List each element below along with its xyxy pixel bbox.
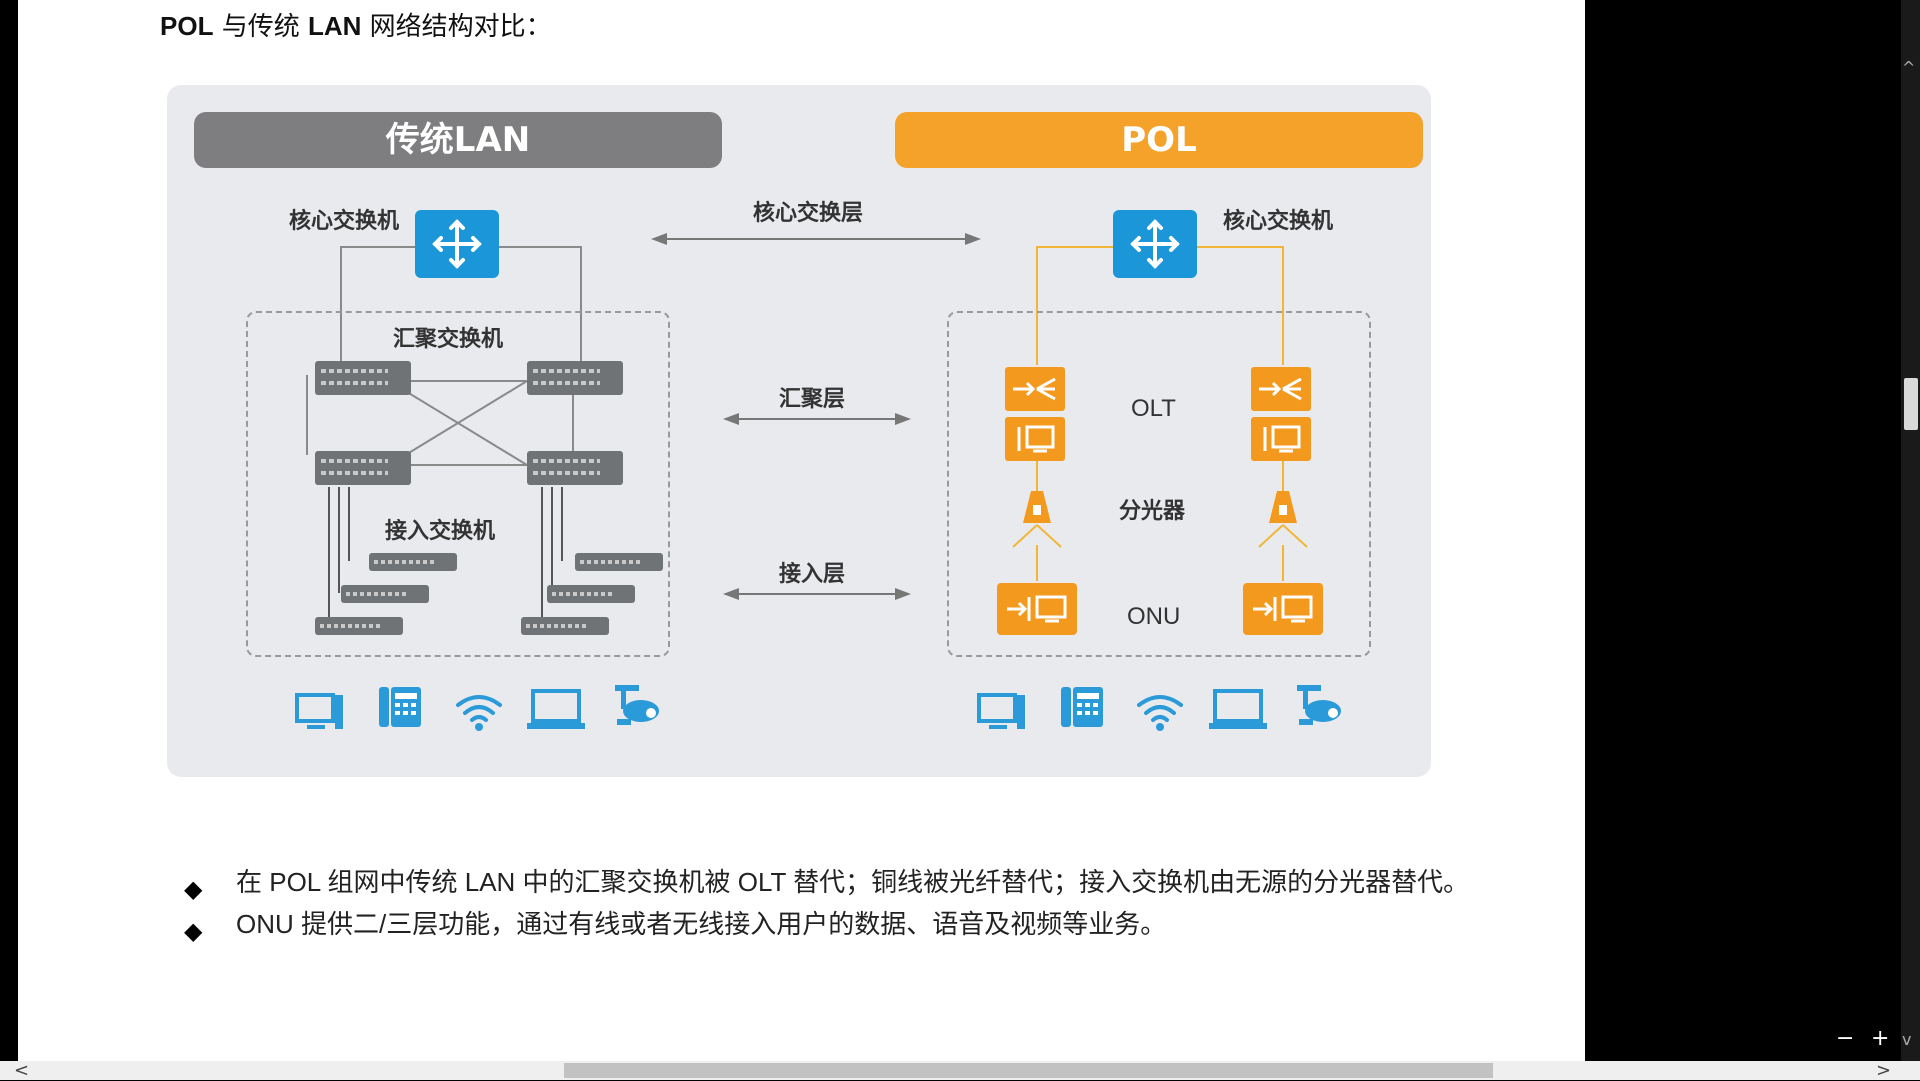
lan-core-link-right [499, 246, 582, 363]
horizontal-scroll-thumb[interactable] [564, 1063, 1493, 1078]
splitter-label: 分光器 [1119, 499, 1186, 524]
desktop-icon [293, 689, 347, 735]
access-layer-label: 接入层 [779, 562, 846, 587]
router-icon [415, 210, 499, 278]
switch-icon [527, 451, 623, 485]
olt-label: OLT [1131, 395, 1176, 422]
zoom-out-button[interactable]: − [1836, 1026, 1855, 1051]
switch-icon [315, 617, 403, 635]
olt-icon [1251, 367, 1311, 461]
pol-title-pill: POL [895, 112, 1423, 168]
phone-icon [1057, 685, 1111, 731]
switch-icon [369, 553, 457, 571]
aggregation-switch-label: 汇聚交换机 [393, 327, 504, 352]
wifi-icon [1133, 689, 1187, 735]
switch-icon [521, 617, 609, 635]
connection-lines [306, 233, 1308, 625]
bullet-diamond-icon: ◆ [184, 918, 203, 945]
bullet-item: ◆ 在 POL 组网中传统 LAN 中的汇聚交换机被 OLT 替代；铜线被光纤替… [160, 862, 1480, 903]
bullet-text: 在 POL 组网中传统 LAN 中的汇聚交换机被 OLT 替代；铜线被光纤替代；… [236, 867, 1470, 897]
bullet-text: ONU 提供二/三层功能，通过有线或者无线接入用户的数据、语音及视频等业务。 [236, 909, 1167, 939]
switch-icon [341, 585, 429, 603]
scroll-down-icon[interactable]: v [1902, 1030, 1912, 1049]
access-switch-label: 接入交换机 [385, 519, 496, 544]
aggregation-layer-label: 汇聚层 [779, 387, 846, 412]
phone-icon [375, 685, 429, 731]
scroll-left-icon[interactable]: < [14, 1060, 30, 1081]
heading-pol: POL [160, 11, 214, 41]
switch-icon [547, 585, 635, 603]
switch-icon [315, 361, 411, 395]
switch-icon [315, 451, 411, 485]
splitter-icon [1007, 487, 1067, 551]
bullet-diamond-icon: ◆ [184, 876, 203, 903]
heading-text-2: 网络结构对比： [361, 12, 552, 42]
camera-icon [611, 683, 665, 729]
lan-aggregation-access-box [246, 311, 670, 657]
zoom-in-button[interactable]: + [1871, 1026, 1890, 1051]
scroll-up-icon[interactable]: ^ [1902, 58, 1916, 77]
olt-icon [1005, 367, 1065, 461]
switch-icon [527, 361, 623, 395]
right-black-area [1585, 0, 1920, 1080]
wifi-icon [452, 689, 506, 735]
onu-icon [997, 583, 1077, 635]
pol-core-switch-label: 核心交换机 [1223, 209, 1334, 234]
pol-olt-onu-box [947, 311, 1371, 657]
laptop-icon [525, 687, 585, 733]
scroll-right-icon[interactable]: > [1876, 1060, 1892, 1081]
vertical-scrollbar[interactable] [1901, 0, 1920, 1061]
lan-title-pill: 传统LAN [194, 112, 722, 168]
lan-core-switch-label: 核心交换机 [289, 209, 400, 234]
heading-lan: LAN [307, 11, 362, 41]
laptop-icon [1207, 687, 1267, 733]
heading-text-1: 与传统 [213, 12, 308, 42]
bullet-item: ◆ ONU 提供二/三层功能，通过有线或者无线接入用户的数据、语音及视频等业务。 [160, 904, 1480, 945]
bullet-list: ◆ 在 POL 组网中传统 LAN 中的汇聚交换机被 OLT 替代；铜线被光纤替… [160, 862, 1480, 946]
page-heading: POL 与传统 LAN 网络结构对比： [160, 6, 552, 43]
network-comparison-figure: 传统LAN POL [167, 85, 1431, 777]
onu-label: ONU [1127, 603, 1181, 630]
onu-icon [1243, 583, 1323, 635]
vertical-scroll-thumb[interactable] [1904, 378, 1918, 430]
switch-icon [575, 553, 663, 571]
left-margin [0, 0, 18, 1061]
lan-core-link-left [340, 246, 415, 363]
camera-icon [1293, 683, 1347, 729]
splitter-icon [1253, 487, 1313, 551]
desktop-icon [975, 689, 1029, 735]
router-icon [1113, 210, 1197, 278]
core-layer-label: 核心交换层 [753, 201, 864, 226]
document-page: POL 与传统 LAN 网络结构对比： 传统LAN POL [18, 0, 1585, 1061]
